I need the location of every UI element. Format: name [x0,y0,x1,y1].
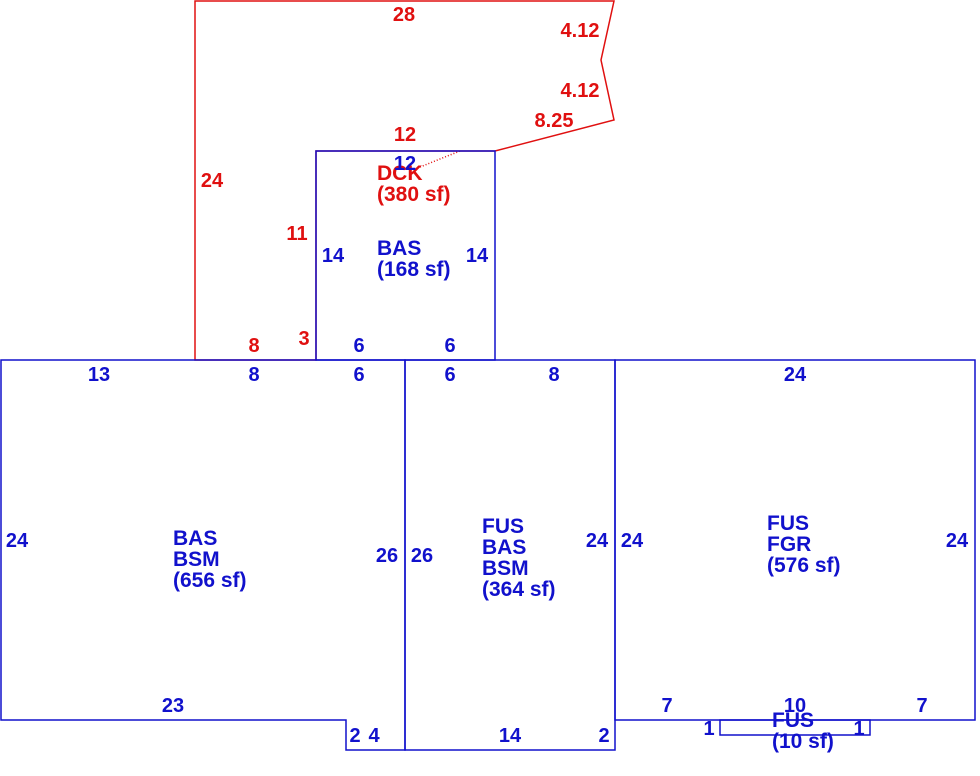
fus-fgr-dimensions: 24 24 24 7 10 7 [621,364,969,717]
deck-dimensions: 28 4.12 4.12 8.25 12 24 11 8 3 [201,4,600,357]
fus-bas-bsm-dimensions: 6 8 26 24 14 2 [411,364,610,747]
fus-small-area-line1: FUS [772,709,814,732]
bas-bsm-area-label: BAS BSM (656 sf) [173,527,247,592]
bas-bsm-dim-left: 24 [6,530,29,552]
fus-fgr-dim-right: 24 [946,530,969,552]
dck-area-label: DCK (380 sf) [377,162,451,206]
deck-dim-diagonal: 8.25 [535,110,574,132]
dck-area-line1: DCK [377,162,423,185]
fus-fgr-dim-bottom-right: 7 [916,695,927,717]
deck-dim-notch: 3 [298,328,309,350]
bas-bsm-dim-top-mid: 8 [248,364,259,386]
fus-bas-bsm-dim-left: 26 [411,545,433,567]
bas-top-area-label: BAS (168 sf) [377,237,451,281]
fus-fgr-dim-bottom-left: 7 [661,695,672,717]
deck-dim-bottom: 8 [248,335,259,357]
bas-top-dim-top: 12 [394,153,416,175]
fus-bas-bsm-area-line3: BSM [482,557,529,580]
bas-bsm-dim-top-left: 13 [88,364,110,386]
bas-top-dimensions: 12 14 14 6 6 [322,153,489,357]
bas-bsm-area-line2: BSM [173,548,220,571]
fus-bas-bsm-dim-top-left: 6 [444,364,455,386]
fus-bas-bsm-area-line2: BAS [482,536,526,559]
deck-dim-left: 24 [201,170,224,192]
fus-bas-bsm-area-line1: FUS [482,515,524,538]
bas-bsm-area-line3: (656 sf) [173,569,247,592]
fus-fgr-area-line1: FUS [767,512,809,535]
fus-bas-bsm-area-line4: (364 sf) [482,578,556,601]
fus-small-dimensions: 1 1 [703,718,864,740]
fus-fgr-area-line2: FGR [767,533,811,556]
bas-top-area-line1: BAS [377,237,421,260]
fus-bas-bsm-area-label: FUS BAS BSM (364 sf) [482,515,556,601]
fus-bas-bsm-dim-bottom: 14 [499,725,522,747]
deck-dim-top: 28 [393,4,415,26]
fus-small-area-line2: (10 sf) [772,730,834,753]
fus-fgr-dim-bottom-mid: 10 [784,695,806,717]
fus-fgr-dim-left: 24 [621,530,644,552]
bas-top-dim-right: 14 [466,245,489,267]
bas-bsm-dim-notch-width: 4 [368,725,380,747]
bas-bsm-dim-bottom: 23 [162,695,184,717]
bas-top-dim-left: 14 [322,245,345,267]
deck-dim-right-upper: 4.12 [561,20,600,42]
fus-fgr-area-line3: (576 sf) [767,554,841,577]
fus-fgr-area-label: FUS FGR (576 sf) [767,512,841,577]
dck-area-line2: (380 sf) [377,183,451,206]
bas-top-dim-bottom-left: 6 [353,335,364,357]
deck-dim-inner-left: 11 [286,223,307,245]
bas-bsm-dim-right: 26 [376,545,398,567]
fus-bas-bsm-dim-notch: 2 [598,725,609,747]
bas-top-dim-bottom-right: 6 [444,335,455,357]
bas-bsm-dim-notch-height: 2 [349,725,360,747]
fus-bas-bsm-dim-top-right: 8 [548,364,559,386]
fus-fgr-dim-top: 24 [784,364,807,386]
bas-top-area-line2: (168 sf) [377,258,451,281]
deck-diagonal-dotted [419,150,461,168]
bas-bsm-dimensions: 13 8 6 24 26 23 2 4 [6,364,398,747]
deck-dim-right-mid: 4.12 [561,80,600,102]
fus-small-dim-left: 1 [703,718,714,740]
bas-bsm-area-line1: BAS [173,527,217,550]
deck-dim-inner-top: 12 [394,124,416,146]
fus-bas-bsm-dim-right: 24 [586,530,609,552]
fus-small-outline [719,719,871,736]
fus-small-area-label: FUS (10 sf) [772,709,834,753]
bas-bsm-dim-top-right: 6 [353,364,364,386]
fus-small-dim-right: 1 [853,718,864,740]
